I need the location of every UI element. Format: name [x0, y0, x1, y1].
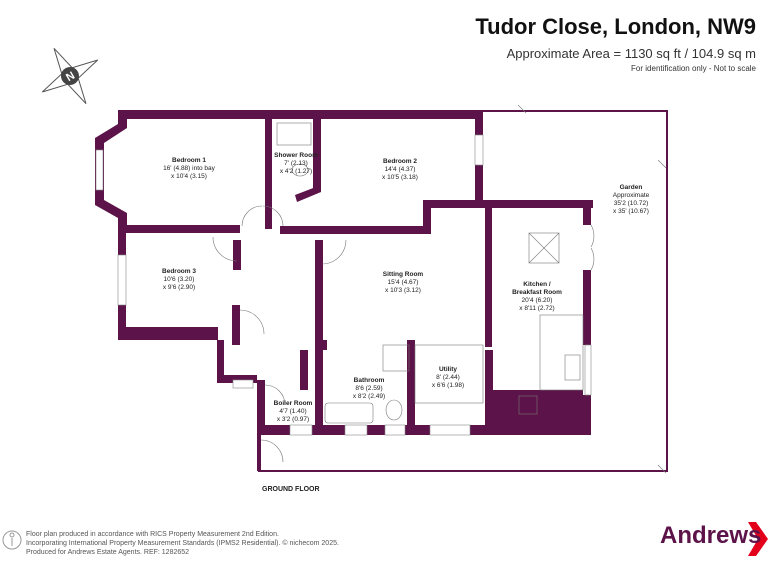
footer-line-3: Produced for Andrews Estate Agents. REF:… — [26, 549, 190, 556]
floor-label: GROUND FLOOR — [262, 486, 320, 493]
windows — [95, 134, 592, 436]
footer-disclaimer: Floor plan produced in accordance with R… — [26, 530, 339, 557]
footer-line-2: Incorporating International Property Mea… — [26, 540, 339, 547]
fixtures — [212, 104, 667, 474]
person-icon — [2, 530, 22, 550]
property-title: Tudor Close, London, NW9 — [475, 14, 756, 39]
compass-icon: N — [41, 47, 99, 105]
walls — [95, 110, 593, 471]
andrews-chevron-icon — [748, 522, 768, 556]
scale-note: For identification only - Not to scale — [631, 64, 756, 73]
garden-boundary — [258, 110, 668, 472]
andrews-logo: Andrews — [660, 522, 762, 549]
approximate-area: Approximate Area = 1130 sq ft / 104.9 sq… — [506, 46, 756, 61]
footer-line-1: Floor plan produced in accordance with R… — [26, 531, 279, 538]
